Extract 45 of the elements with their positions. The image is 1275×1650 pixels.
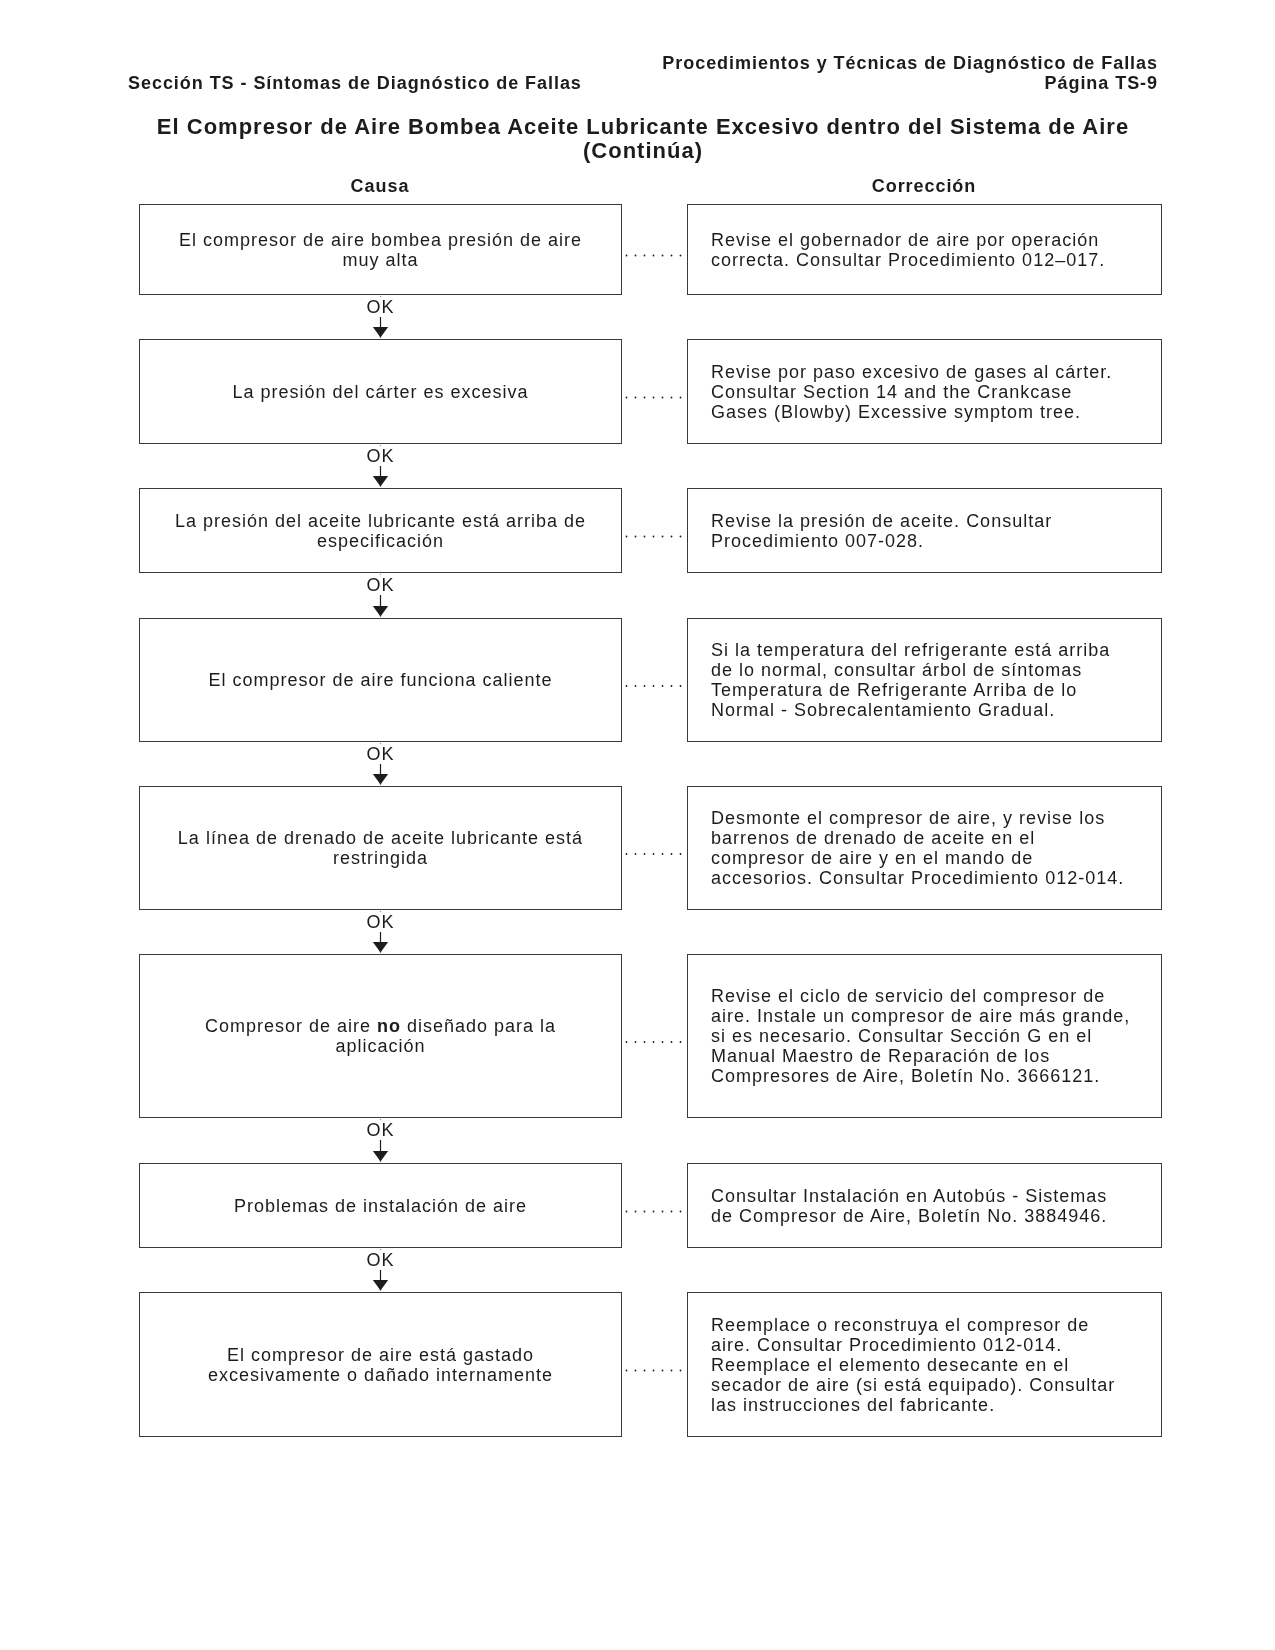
box-text: Revise por paso excesivo de gases al cárter. Consultar Section 14 and the Crankcase Gases (Blowby) Excessive symptom tree. bbox=[711, 361, 1114, 422]
column-heading: Corrección bbox=[871, 176, 977, 196]
cause-box bbox=[139, 204, 622, 295]
box-text: El compresor de aire está gastado excesivamente o dañado internamente bbox=[206, 1344, 555, 1385]
correction-box bbox=[687, 786, 1162, 910]
box-text: Revise el ciclo de servicio del compresor de aire. Instale un compresor de aire más grande, si es necesario. Consultar Sección G en el Manual Maestro de Reparación de los Compresores de Aire, Boletín No. 3666121. bbox=[711, 986, 1132, 1086]
box-text: Si la temperatura del refrigerante está arriba de lo normal, consultar árbol de síntomas Temperatura de Refrigerante Arriba de lo Normal - Sobrecalentamiento Gradual. bbox=[711, 640, 1112, 720]
box-text: La presión del aceite lubricante está arriba de especificación bbox=[174, 510, 587, 551]
correction-box bbox=[687, 339, 1162, 444]
correction-box bbox=[687, 618, 1162, 742]
box-text: Revise la presión de aceite. Consultar Procedimiento 007-028. bbox=[711, 510, 1054, 551]
header-text: Procedimientos y Técnicas de Diagnóstico de Fallas bbox=[662, 53, 1158, 73]
edge-label: OK bbox=[365, 744, 396, 764]
cause-box bbox=[139, 488, 622, 573]
edge-label: OK bbox=[365, 912, 396, 932]
cause-box bbox=[139, 1163, 622, 1248]
edge-label: OK bbox=[365, 446, 396, 466]
correction-box bbox=[687, 1163, 1162, 1248]
box-text: Compresor de aire no diseñado para la aplicación bbox=[203, 1016, 558, 1056]
correction-box bbox=[687, 954, 1162, 1118]
box-text: La línea de drenado de aceite lubricante está restringida bbox=[176, 828, 585, 868]
edge-label: OK bbox=[365, 575, 396, 595]
cause-box bbox=[139, 1292, 622, 1437]
correction-box bbox=[687, 1292, 1162, 1437]
box-text: La presión del cárter es excesiva bbox=[232, 381, 529, 402]
cause-box bbox=[139, 618, 622, 742]
title: El Compresor de Aire Bombea Aceite Lubricante Excesivo dentro del Sistema de Aire (Continúa) bbox=[155, 115, 1131, 163]
box-text: El compresor de aire bombea presión de aire muy alta bbox=[177, 229, 584, 270]
cause-box bbox=[139, 954, 622, 1118]
correction-box bbox=[687, 488, 1162, 573]
header-text: Sección TS - Síntomas de Diagnóstico de Fallas bbox=[128, 73, 582, 93]
box-text: Reemplace o reconstruya el compresor de aire. Consultar Procedimiento 012-014. Reemplace el elemento desecante en el secador de aire (si está equipado). Consultar las instrucciones del fabricante. bbox=[711, 1314, 1117, 1415]
cause-box bbox=[139, 339, 622, 444]
edge-label: OK bbox=[365, 297, 396, 317]
box-text: Consultar Instalación en Autobús - Sistemas de Compresor de Aire, Boletín No. 3884946. bbox=[711, 1185, 1109, 1226]
column-heading: Causa bbox=[350, 176, 410, 196]
cause-box bbox=[139, 786, 622, 910]
box-text: Problemas de instalación de aire bbox=[233, 1195, 528, 1216]
box-text: Revise el gobernador de aire por operación correcta. Consultar Procedimiento 012–017. bbox=[711, 229, 1107, 270]
page-number: Página TS-9 bbox=[1044, 73, 1158, 93]
edge-label: OK bbox=[365, 1120, 396, 1140]
box-text: El compresor de aire funciona caliente bbox=[208, 670, 553, 690]
edge-label: OK bbox=[365, 1250, 396, 1270]
box-text: Desmonte el compresor de aire, y revise los barrenos de drenado de aceite en el compresor de aire y en el mando de accesorios. Consultar Procedimiento 012-014. bbox=[711, 808, 1126, 888]
correction-box bbox=[687, 204, 1162, 295]
